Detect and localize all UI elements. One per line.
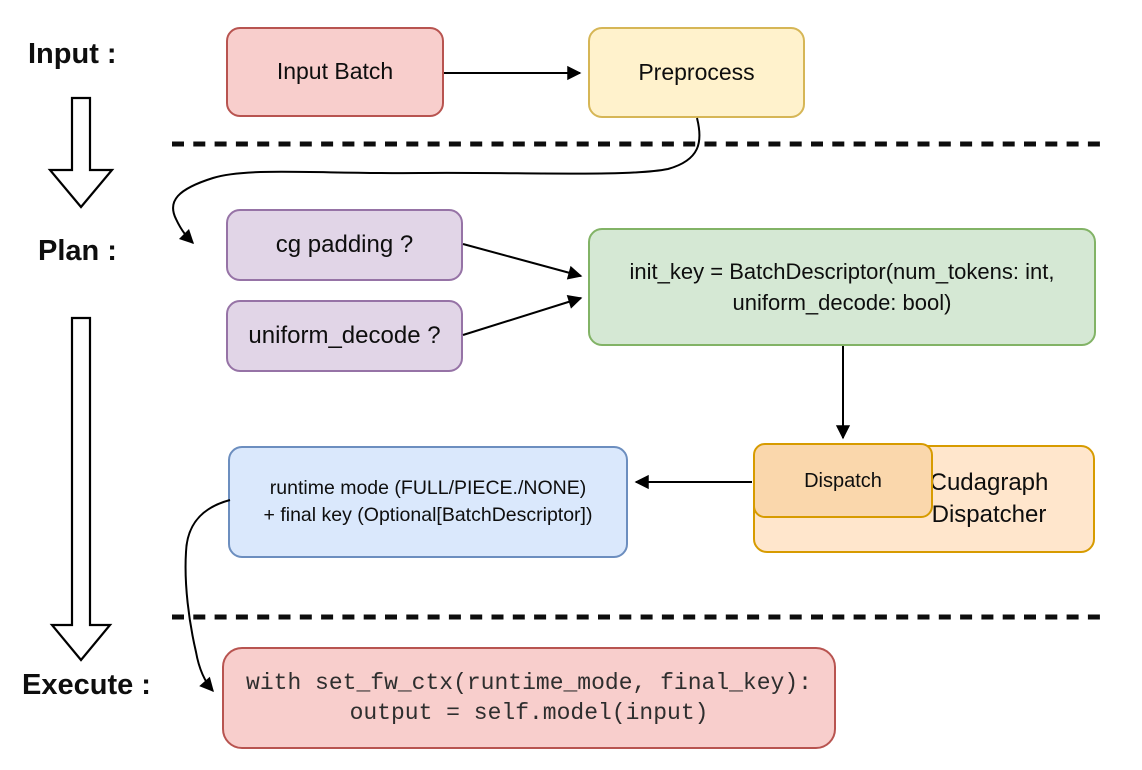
node-init-key-line1: init_key = BatchDescriptor(num_tokens: i… <box>629 259 1055 284</box>
node-input-batch: Input Batch <box>226 27 444 117</box>
node-execute-code-line1: with set_fw_ctx(runtime_mode, final_key)… <box>246 670 812 696</box>
phase-label-plan: Plan : <box>38 235 117 267</box>
hollow-arrow-input-to-plan <box>47 96 115 209</box>
node-runtime-mode-line1: runtime mode (FULL/PIECE./NONE) <box>269 477 587 499</box>
arrow-uniform-decode-to-init-key <box>462 295 583 336</box>
node-uniform-decode: uniform_decode ? <box>226 300 463 372</box>
node-execute-code: with set_fw_ctx(runtime_mode, final_key)… <box>222 647 836 749</box>
phase-label-input: Input : <box>28 38 117 70</box>
node-execute-code-line2: output = self.model(input) <box>349 700 709 726</box>
node-preprocess-label: Preprocess <box>638 58 755 85</box>
node-preprocess: Preprocess <box>588 27 805 118</box>
node-uniform-decode-label: uniform_decode ? <box>248 322 441 350</box>
node-dispatch: Dispatch <box>753 443 933 518</box>
node-init-key-line2: uniform_decode: bool) <box>732 290 952 315</box>
node-init-key: init_key = BatchDescriptor(num_tokens: i… <box>588 228 1096 346</box>
node-dispatch-label: Dispatch <box>804 469 882 492</box>
node-runtime-mode: runtime mode (FULL/PIECE./NONE) + final … <box>228 446 628 558</box>
node-input-batch-label: Input Batch <box>276 58 394 85</box>
node-runtime-mode-line2: + final key (Optional[BatchDescriptor]) <box>263 504 593 526</box>
arrow-cg-padding-to-init-key <box>462 243 583 280</box>
node-cg-padding: cg padding ? <box>226 209 463 281</box>
node-cudagraph-dispatcher-label: Cudagraph Dispatcher <box>929 469 1049 528</box>
phase-label-execute: Execute : <box>22 669 151 701</box>
hollow-arrow-plan-to-execute <box>49 316 113 662</box>
node-cg-padding-label: cg padding ? <box>275 231 414 259</box>
